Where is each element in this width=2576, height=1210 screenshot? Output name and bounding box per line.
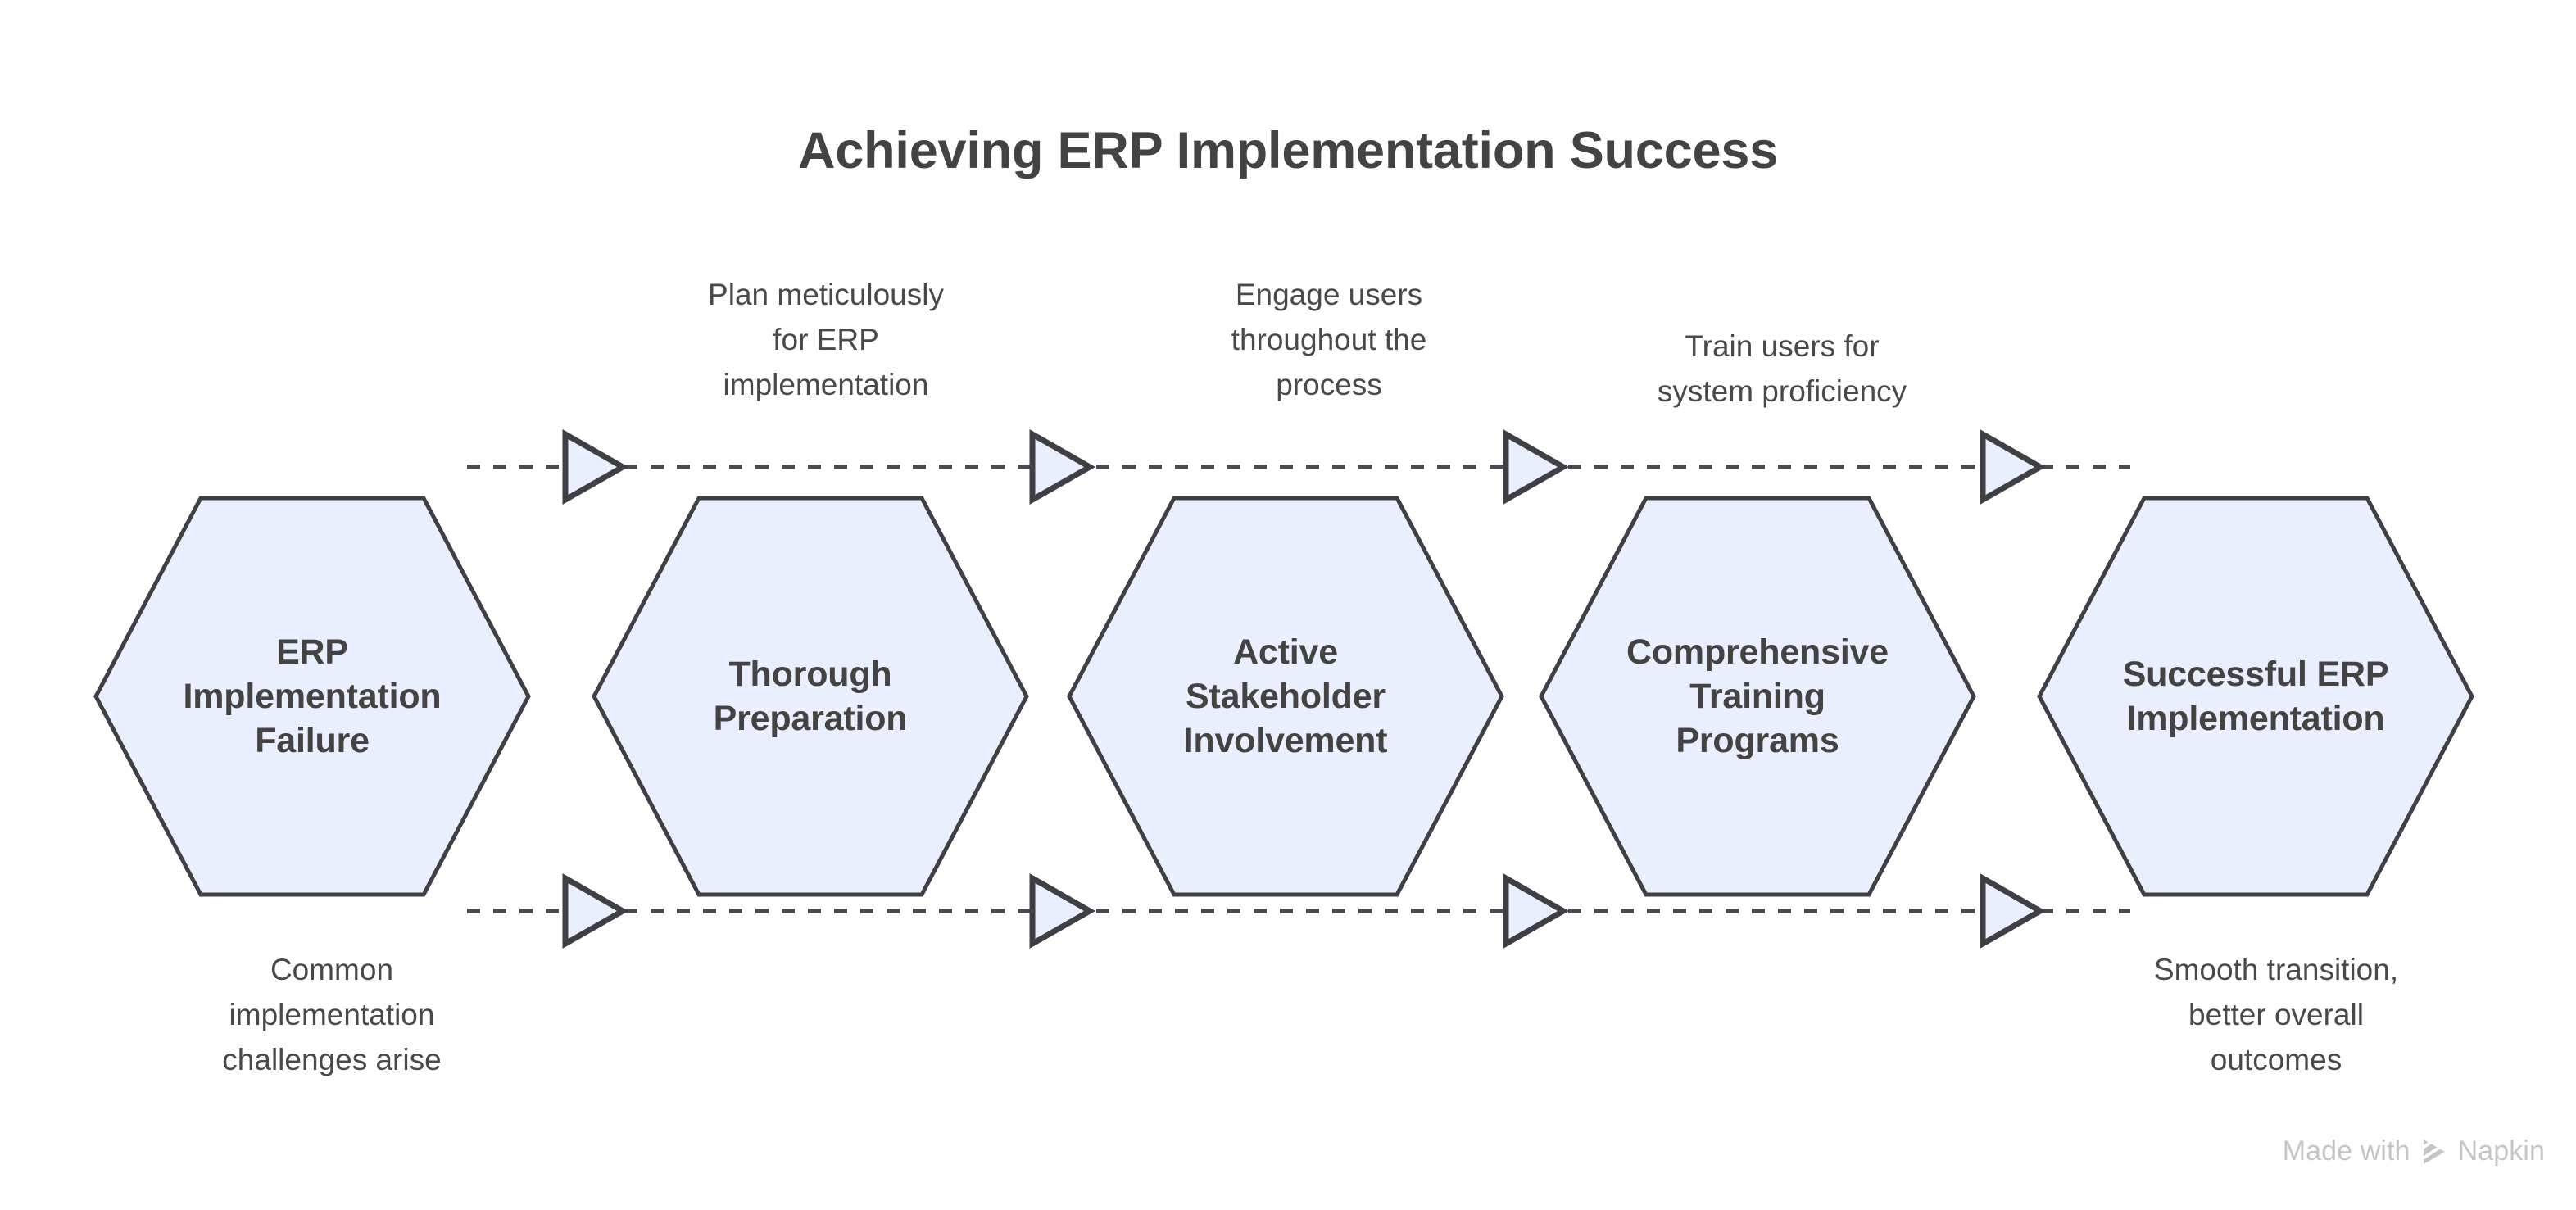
arrowhead-bottom-1 (562, 872, 629, 949)
hexagon-node-3[interactable] (1067, 496, 1504, 897)
watermark-brand-label: Napkin (2457, 1135, 2545, 1167)
arrowhead-bottom-2 (1029, 872, 1096, 949)
caption-top-1: Plan meticulously for ERP implementation (708, 278, 944, 401)
hexagon-label-1: ERP Implementation Failure (183, 632, 442, 761)
hexagon-label-2: Thorough Preparation (713, 654, 908, 738)
connector-line-bottom (467, 872, 2130, 949)
arrowhead-top-1 (562, 428, 629, 505)
connector-line-top (467, 428, 2130, 505)
arrowhead-bottom-4 (1980, 872, 2047, 949)
caption-top-2: Engage users throughout the process (1231, 278, 1427, 401)
caption-bottom-1: Common implementation challenges arise (222, 953, 442, 1076)
hexagon-label-4: Comprehensive Training Programs (1626, 632, 1889, 761)
hexagon-node-5[interactable] (2037, 496, 2474, 897)
napkin-watermark[interactable]: Made with Napkin (2283, 1135, 2545, 1167)
caption-bottom-2: Smooth transition, better overall outcom… (2153, 953, 2399, 1076)
hexagon-node-1[interactable] (93, 496, 531, 897)
hexagon-node-2[interactable] (592, 496, 1029, 897)
hexagon-node-4[interactable] (1539, 496, 1976, 897)
napkin-logo-icon (2420, 1138, 2448, 1166)
page-title: Achieving ERP Implementation Success (797, 122, 1778, 179)
arrowhead-bottom-3 (1503, 872, 1570, 949)
hexagon-label-3: Active Stakeholder Involvement (1183, 632, 1388, 761)
watermark-prefix-label: Made with (2282, 1135, 2410, 1167)
hexagon-label-5: Successful ERP Implementation (2122, 654, 2389, 738)
arrowhead-top-2 (1029, 428, 1096, 505)
caption-top-3: Train users for system proficiency (1657, 329, 1907, 408)
arrowhead-top-4 (1980, 428, 2047, 505)
arrowhead-top-3 (1503, 428, 1570, 505)
